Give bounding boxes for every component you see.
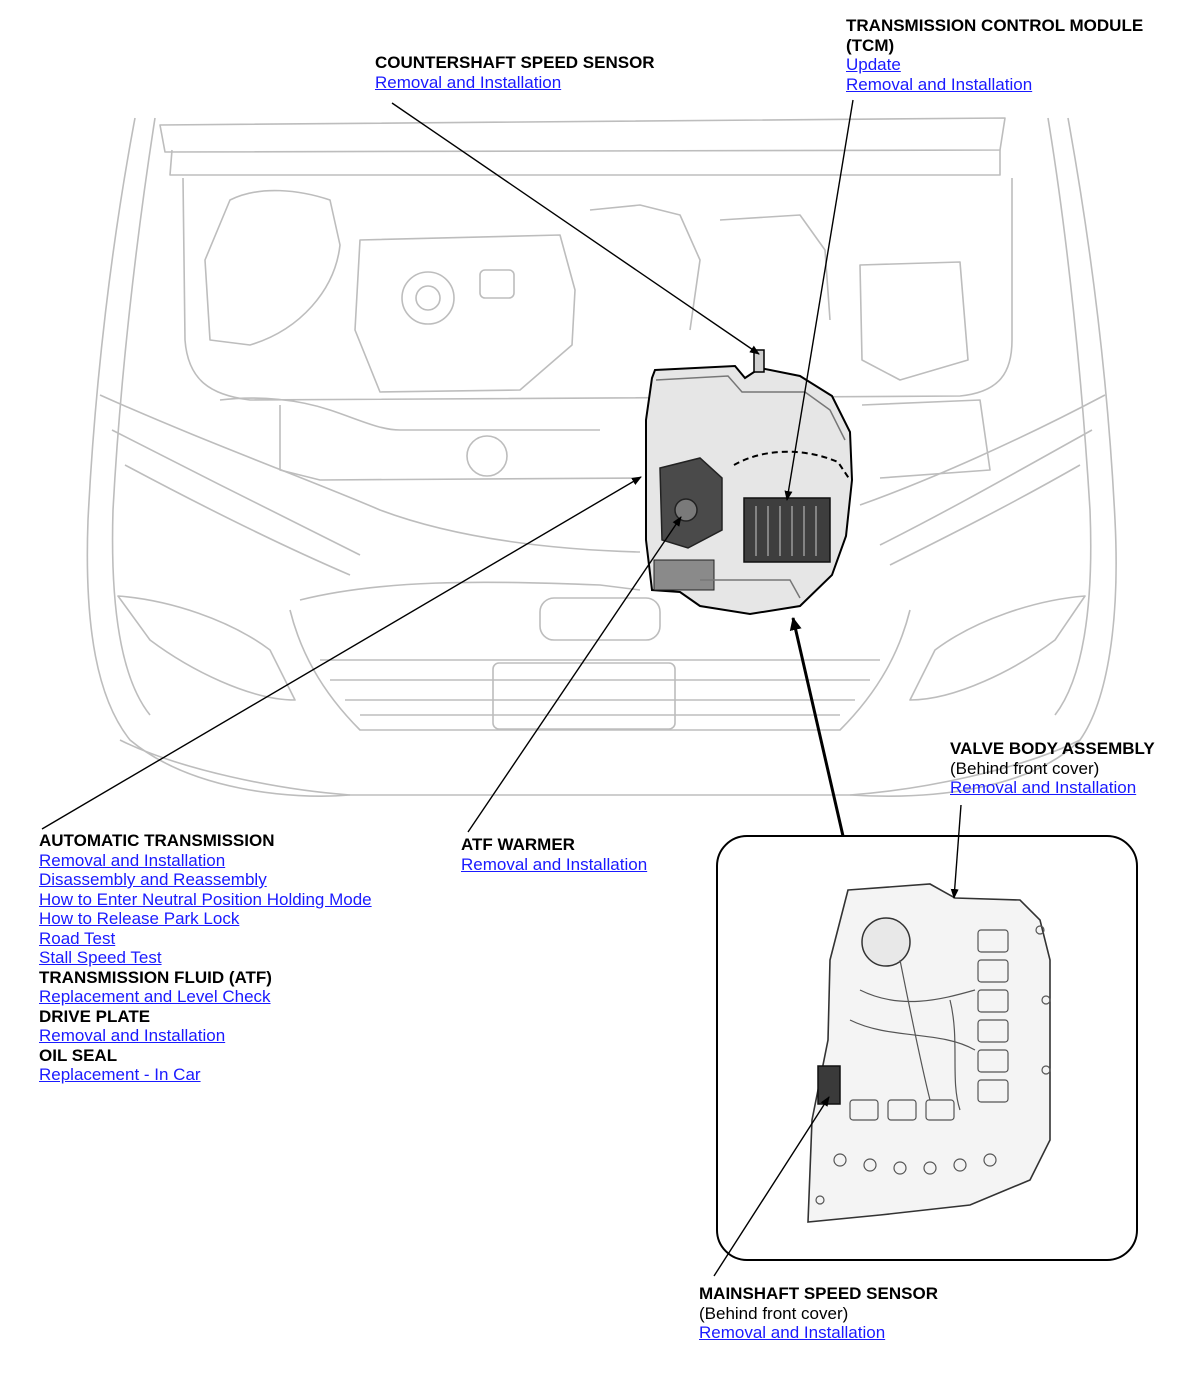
valve-body-detail [716, 835, 1138, 1261]
tcm-title-line2: (TCM) [846, 35, 895, 55]
at-stall-speed-test-link[interactable]: Stall Speed Test [39, 948, 162, 967]
at-road-test-link[interactable]: Road Test [39, 928, 116, 948]
tcm-callout: TRANSMISSION CONTROL MODULE (TCM) Update… [846, 16, 1143, 94]
vehicle-line-art [86, 117, 1117, 797]
valve-body-removal-installation-link[interactable]: Removal and Installation [950, 778, 1137, 797]
at-disassembly-reassembly-link[interactable]: Disassembly and Reassembly [39, 870, 267, 889]
at-neutral-position-holding-link[interactable]: How to Enter Neutral Position Holding Mo… [39, 889, 372, 909]
atf-replacement-level-check-link[interactable]: Replacement and Level Check [39, 987, 271, 1006]
leader-countershaft-speed-sensor [391, 102, 760, 355]
transmission-illustration [645, 349, 854, 616]
mainshaft-speed-sensor-note: (Behind front cover) [699, 1303, 849, 1323]
tcm-update-link[interactable]: Update [846, 55, 901, 74]
leader-valve-body-assembly [950, 804, 962, 899]
automatic-transmission-callout: AUTOMATIC TRANSMISSION Removal and Insta… [39, 831, 372, 1085]
countershaft-removal-installation-link[interactable]: Removal and Installation [375, 72, 562, 92]
leader-automatic-transmission [41, 476, 642, 830]
at-release-park-lock-link[interactable]: How to Release Park Lock [39, 909, 240, 928]
tcm-title-line1: TRANSMISSION CONTROL MODULE [846, 16, 1144, 35]
leader-tcm [784, 99, 854, 501]
countershaft-speed-sensor-callout: COUNTERSHAFT SPEED SENSOR Removal and In… [375, 53, 655, 92]
leader-valve-body-detail [789, 617, 845, 837]
drive-plate-removal-installation-link[interactable]: Removal and Installation [39, 1026, 226, 1045]
mainshaft-speed-sensor-callout: MAINSHAFT SPEED SENSOR (Behind front cov… [699, 1284, 938, 1343]
mainshaft-speed-sensor-title: MAINSHAFT SPEED SENSOR [699, 1284, 938, 1303]
leader-atf-warmer [467, 516, 682, 833]
drive-plate-title: DRIVE PLATE [39, 1006, 151, 1026]
automatic-transmission-title: AUTOMATIC TRANSMISSION [39, 831, 275, 850]
valve-body-assembly-note: (Behind front cover) [950, 758, 1100, 778]
atf-warmer-callout: ATF WARMER Removal and Installation [461, 835, 647, 874]
atf-warmer-removal-installation-link[interactable]: Removal and Installation [461, 854, 648, 874]
leader-mainshaft-speed-sensor [713, 1096, 830, 1277]
atf-warmer-title: ATF WARMER [461, 835, 575, 854]
oil-seal-replacement-link[interactable]: Replacement - In Car [39, 1065, 201, 1084]
countershaft-speed-sensor-title: COUNTERSHAFT SPEED SENSOR [375, 53, 655, 72]
transmission-fluid-title: TRANSMISSION FLUID (ATF) [39, 967, 272, 987]
tcm-removal-installation-link[interactable]: Removal and Installation [846, 74, 1033, 94]
at-removal-installation-link[interactable]: Removal and Installation [39, 850, 226, 870]
leader-lines [41, 99, 962, 1277]
valve-body-assembly-callout: VALVE BODY ASSEMBLY (Behind front cover)… [950, 739, 1155, 798]
valve-body-assembly-title: VALVE BODY ASSEMBLY [950, 739, 1155, 758]
mainshaft-removal-installation-link[interactable]: Removal and Installation [699, 1323, 886, 1342]
oil-seal-title: OIL SEAL [39, 1045, 118, 1065]
